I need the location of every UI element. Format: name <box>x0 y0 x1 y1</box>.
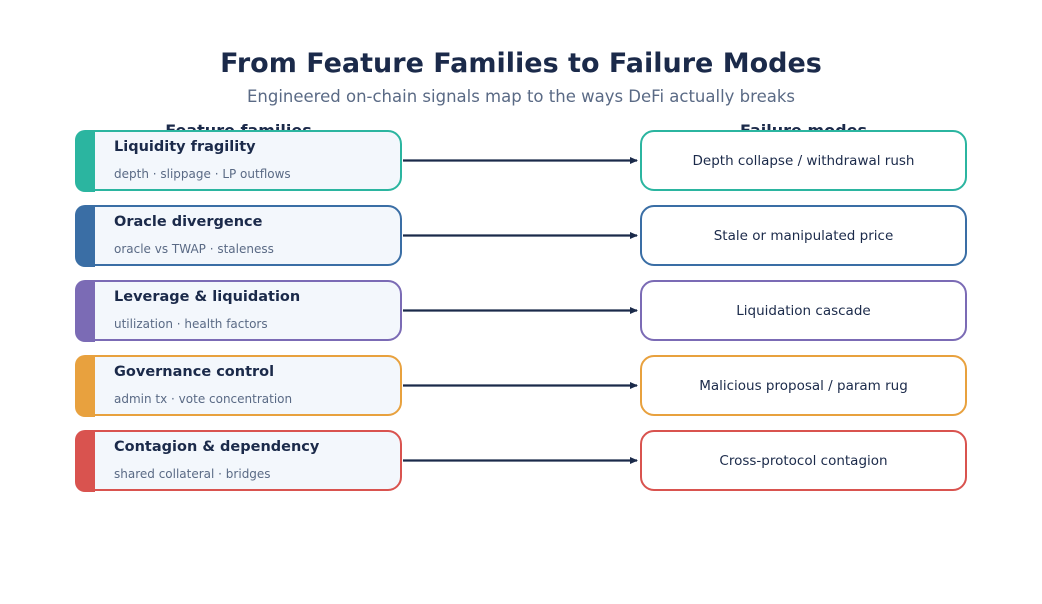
feature-signals: shared collateral · bridges <box>114 467 271 481</box>
failure-label: Cross-protocol contagion <box>719 452 888 469</box>
failure-box-stale-price: Stale or manipulated price <box>640 205 967 266</box>
color-strip <box>74 429 95 492</box>
feature-box-leverage-liquidation: Leverage & liquidation utilization · hea… <box>74 279 402 342</box>
color-strip <box>74 279 95 342</box>
failure-box-cross-protocol-contagion: Cross-protocol contagion <box>640 430 967 491</box>
diagram-subtitle: Engineered on-chain signals map to the w… <box>246 87 795 106</box>
color-strip <box>74 204 95 267</box>
feature-signals: admin tx · vote concentration <box>114 392 293 406</box>
feature-title: Liquidity fragility <box>114 139 256 155</box>
feature-title: Governance control <box>114 364 275 380</box>
feature-signals: depth · slippage · LP outflows <box>114 167 291 181</box>
feature-signals: oracle vs TWAP · staleness <box>114 242 274 256</box>
color-strip <box>74 129 95 192</box>
failure-label: Malicious proposal / param rug <box>699 377 908 394</box>
failure-box-depth-collapse: Depth collapse / withdrawal rush <box>640 130 967 191</box>
feature-title: Contagion & dependency <box>114 439 320 455</box>
color-strip <box>74 354 95 417</box>
failure-label: Stale or manipulated price <box>713 227 894 244</box>
failure-box-malicious-proposal: Malicious proposal / param rug <box>640 355 967 416</box>
feature-box-governance-control: Governance control admin tx · vote conce… <box>74 354 402 417</box>
feature-box-oracle-divergence: Oracle divergence oracle vs TWAP · stale… <box>74 204 402 267</box>
feature-box-liquidity-fragility: Liquidity fragility depth · slippage · L… <box>74 129 402 192</box>
failure-label: Liquidation cascade <box>736 302 871 319</box>
feature-signals: utilization · health factors <box>114 317 268 331</box>
feature-title: Oracle divergence <box>114 214 263 230</box>
diagram-title: From Feature Families to Failure Modes <box>220 48 822 79</box>
failure-box-liquidation-cascade: Liquidation cascade <box>640 280 967 341</box>
feature-title: Leverage & liquidation <box>114 289 301 305</box>
feature-box-contagion-dependency: Contagion & dependency shared collateral… <box>74 429 402 492</box>
failure-label: Depth collapse / withdrawal rush <box>692 152 915 169</box>
